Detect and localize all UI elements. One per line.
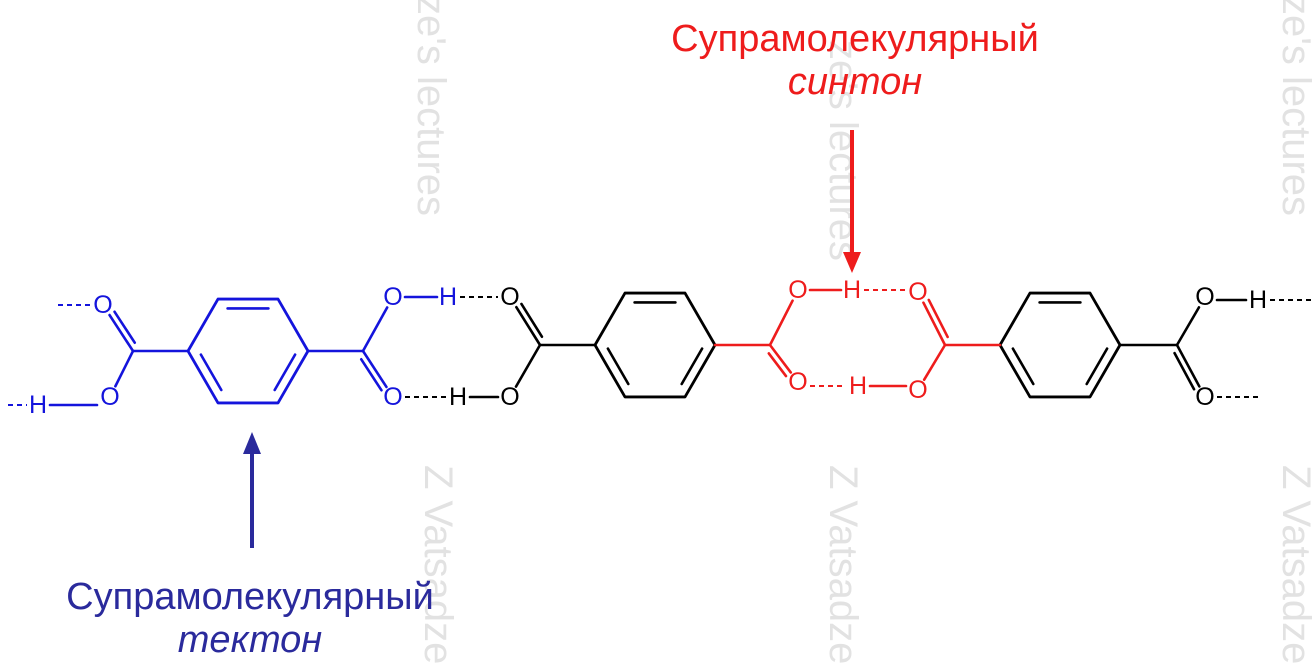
hydrogen-bonds: H H H H H H	[8, 276, 1312, 419]
synthon-left-carboxyl-double-bond	[767, 352, 788, 378]
benzene-ring-1	[186, 297, 310, 405]
link-1-bottom-hydrogen: H	[449, 383, 467, 411]
m1-right-carboxyl-oxygen-up: O	[383, 283, 402, 311]
synthon-left-carboxyl-bond-down	[768, 343, 793, 374]
arrow-layer	[243, 130, 861, 548]
m3-right-carboxyl-bond-up	[1175, 306, 1201, 347]
synthon-top-hydrogen: H	[843, 276, 861, 304]
m2-left-carboxyl-bond-down	[514, 343, 542, 388]
tecton-label-term: тектон	[177, 618, 323, 661]
synthon-label-term: синтон	[787, 60, 923, 103]
benzene-ring-2	[593, 291, 717, 399]
tecton-label-title: Супрамолекулярный	[66, 576, 434, 618]
link-1-top-hydrogen: H	[439, 283, 457, 311]
benzene-ring-2-double-bond-2	[606, 347, 630, 386]
watermark-layer: ze's lectures ze's lectures ze's lecturesZ…	[409, 0, 1315, 670]
right-terminal-top-hydrogen: H	[1249, 286, 1267, 314]
synthon-left-carboxyl-oxygen-down: O	[788, 368, 807, 396]
m1-right-carboxyl-bond-up	[361, 306, 389, 353]
m2-left-carboxyl-oxygen-down: O	[500, 383, 519, 411]
m1-right-carboxyl-double-bond	[359, 358, 383, 392]
m1-left-carboxyl-oxygen-down: O	[100, 383, 119, 411]
benzene-ring-1-double-bond-1	[273, 353, 297, 392]
watermark-text-bottom-3: Z Vatsadze s	[1274, 465, 1315, 670]
synthon-label: Супрамолекулярный синтон	[620, 18, 1090, 103]
m2-left-carboxyl-oxygen-up: O	[500, 283, 519, 311]
tecton-label: Супрамолекулярный тектон	[10, 576, 490, 661]
m3-left-carboxyl-bond-up	[922, 301, 947, 347]
m3-left-carboxyl-double-bond	[927, 298, 949, 339]
arrow-down-icon	[843, 252, 861, 273]
m1-right-carboxyl-bond-down	[361, 349, 388, 389]
m3-right-carboxyl-double-bond	[1173, 351, 1196, 391]
molecule-1-tecton: O O O O	[93, 283, 402, 411]
m2-left-carboxyl-double-bond	[520, 302, 544, 339]
watermark-text-bottom-2: Z Vatsadze s	[821, 465, 865, 670]
synthon-left-carboxyl-bond-up	[768, 299, 794, 347]
m3-right-carboxyl-bond-down	[1175, 343, 1201, 388]
synthon-label-title: Супрамолекулярный	[671, 18, 1039, 60]
watermark-text-top-2: ze's lectures	[821, 40, 865, 261]
synthon-left-carboxyl-oxygen-up: O	[788, 276, 807, 304]
left-terminal-hydrogen: H	[29, 391, 47, 419]
benzene-ring-2-double-bond-1	[680, 347, 704, 386]
watermark-text-top-3: ze's lectures	[1274, 0, 1315, 216]
m3-left-carboxyl-oxygen-up: O	[908, 278, 927, 306]
m1-left-carboxyl-oxygen-up: O	[93, 291, 112, 319]
m1-left-carboxyl-bond-up	[108, 313, 135, 353]
benzene-ring-3-double-bond-2	[1011, 347, 1035, 386]
m1-left-carboxyl-bond-down	[114, 349, 135, 388]
m2-left-carboxyl-bond-up	[515, 305, 542, 347]
benzene-ring-3	[998, 291, 1122, 399]
m3-left-carboxyl-oxygen-down: O	[908, 376, 927, 404]
benzene-ring-3-double-bond-1	[1085, 347, 1109, 386]
m3-right-carboxyl-oxygen-up: O	[1195, 283, 1214, 311]
watermark-text-top-1: ze's lectures	[409, 0, 453, 216]
m1-left-carboxyl-double-bond	[113, 310, 137, 344]
m3-left-carboxyl-bond-down	[922, 343, 947, 382]
watermark-text-bottom-1: Z Vatsadze s	[416, 465, 460, 670]
benzene-ring-1-double-bond-2	[199, 353, 223, 392]
m3-right-carboxyl-oxygen-down: O	[1195, 383, 1214, 411]
synthon-group: OO	[713, 276, 808, 396]
synthon-bottom-hydrogen: H	[849, 372, 867, 400]
m1-right-carboxyl-oxygen-down: O	[383, 383, 402, 411]
molecule-3: O O O O	[908, 278, 1214, 411]
arrow-up-icon	[243, 432, 261, 454]
molecule-2: OO	[500, 283, 717, 411]
